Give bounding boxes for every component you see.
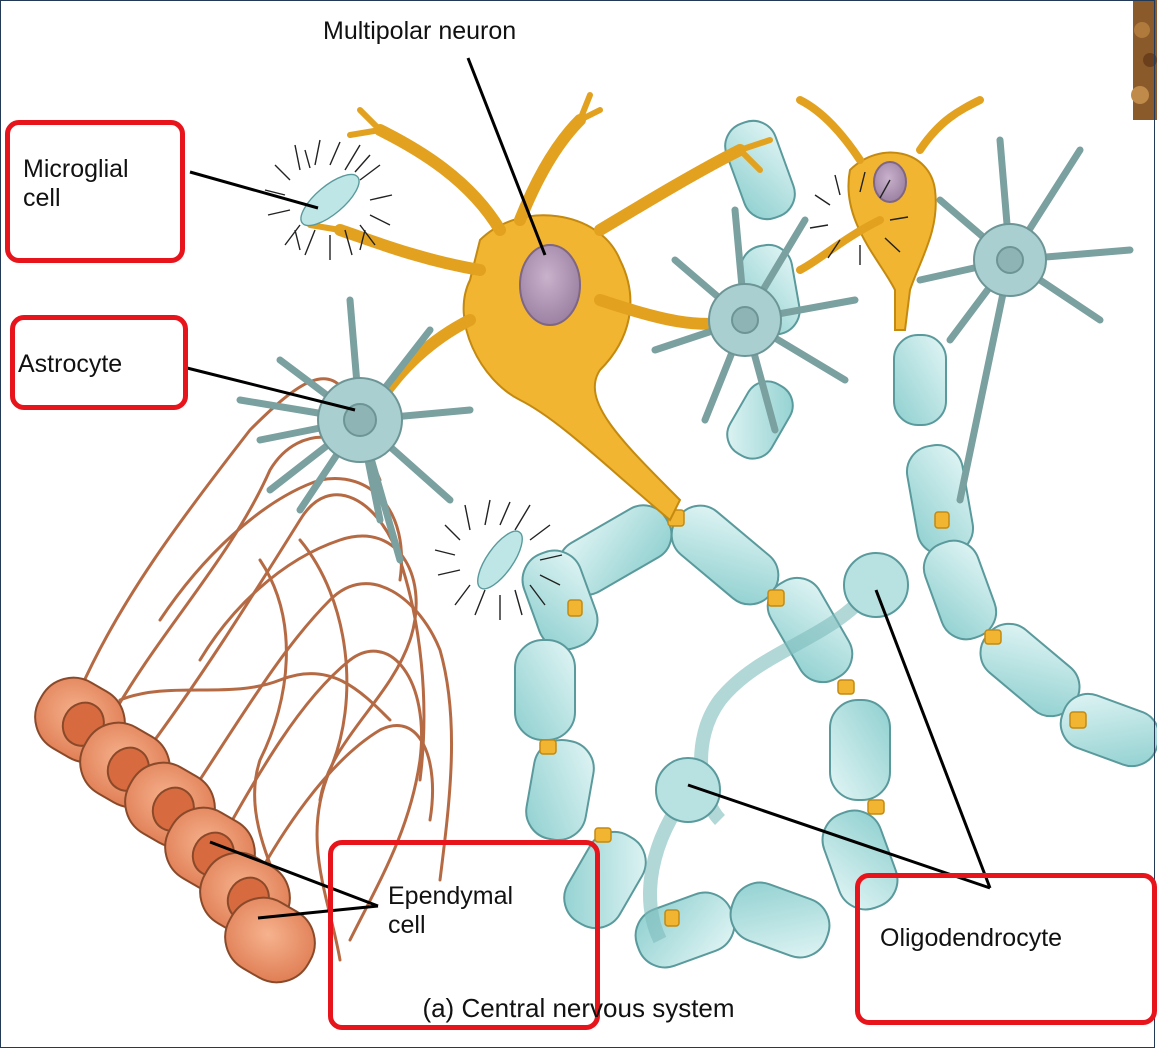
label-microglial-cell: Microglial cell [23, 155, 129, 213]
label-astrocyte: Astrocyte [18, 350, 122, 379]
label-ependymal-cell: Ependymal cell [388, 882, 513, 940]
figure-caption: (a) Central nervous system [0, 993, 1157, 1024]
label-oligodendrocyte: Oligodendrocyte [880, 924, 1062, 953]
label-multipolar-neuron: Multipolar neuron [323, 17, 516, 46]
